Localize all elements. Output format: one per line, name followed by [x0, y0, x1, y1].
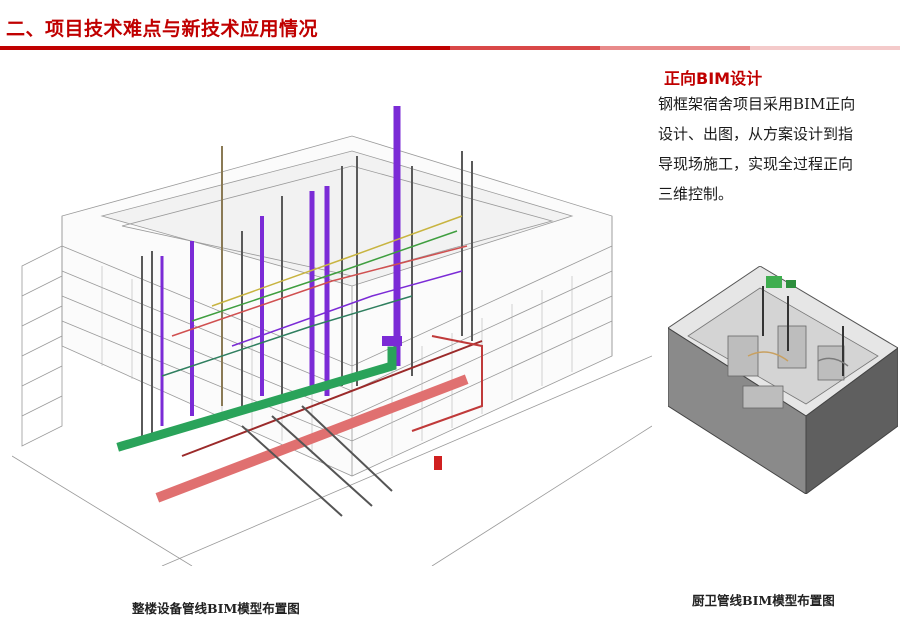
kitchen-bath-model-image: [668, 266, 898, 494]
section-description: 钢框架宿舍项目采用BIM正向 设计、出图，从方案设计到指 导现场施工，实现全过程…: [658, 89, 870, 209]
description-line: 三维控制。: [658, 185, 734, 203]
description-line: 设计、出图，从方案设计到指: [658, 125, 854, 143]
description-line: 导现场施工，实现全过程正向: [658, 155, 854, 173]
description-line: 钢框架宿舍项目采用BIM正向: [658, 95, 856, 113]
slide-title: 二、项目技术难点与新技术应用情况: [6, 18, 319, 40]
main-model-caption: 整楼设备管线BIM模型布置图: [132, 601, 300, 616]
title-underline: [0, 46, 900, 50]
building-mep-model-image: [12, 106, 652, 566]
section-heading: 正向BIM设计: [664, 69, 763, 88]
kitchen-model-caption: 厨卫管线BIM模型布置图: [692, 593, 835, 608]
